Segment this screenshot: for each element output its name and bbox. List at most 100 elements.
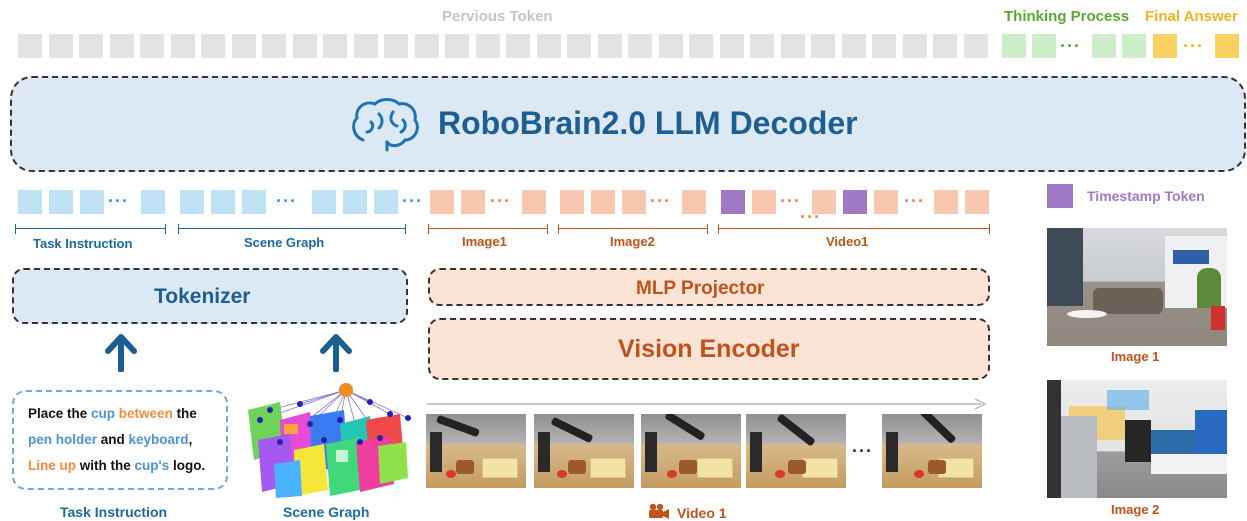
thinking-token [1032,34,1056,58]
previous-token [384,34,408,58]
image2-bracket [558,224,708,234]
task-text: logo. [169,458,206,473]
timeline-arrow [427,398,987,410]
thinking-ellipsis: ··· [1060,36,1081,56]
video-caption: Video 1 [677,505,727,521]
previous-token [597,34,622,58]
task-action: Line up [28,458,76,473]
timestamp-token [843,190,867,214]
image-token [461,190,485,214]
text-token [180,190,204,214]
task-relation: between [115,406,173,421]
thinking-token [1122,34,1146,58]
task-line-1: Place the cup between the [28,401,226,427]
video-token [752,190,776,214]
video-frame [746,414,846,488]
previous-token [262,34,286,58]
video-frame [882,414,982,488]
previous-token [231,34,256,58]
task-line-2: pen holder and keyboard, [28,427,226,453]
previous-token [658,34,683,58]
timestamp-token [721,190,745,214]
previous-token [689,34,713,58]
task-instruction-segment-label: Task Instruction [33,236,133,251]
up-arrow-icon [320,334,352,372]
image-token [591,190,615,214]
previous-token [567,34,591,58]
video-token [874,190,898,214]
text-token [374,190,398,214]
previous-token [140,34,164,58]
previous-token-label: Pervious Token [442,8,553,25]
video-token [812,190,836,214]
scene-graph-segment-label: Scene Graph [244,235,325,250]
image2-segment-label: Image2 [610,234,655,249]
image-token [682,190,706,214]
previous-token [872,34,896,58]
video1-bracket [718,224,990,234]
previous-token [353,34,378,58]
task-text: Place the [28,406,92,421]
task-line-3: Line up with the cup's logo. [28,453,226,479]
previous-token [48,34,73,58]
previous-token [811,34,835,58]
previous-token [780,34,805,58]
text-token [343,190,367,214]
video-token [934,190,958,214]
image1-bracket [428,224,548,234]
video-camera-icon [649,503,669,519]
mlp-projector-label: MLP Projector [636,278,765,299]
vision-encoder-block: Vision Encoder [428,318,990,380]
previous-token [475,34,500,58]
image-token [622,190,646,214]
video-ellipsis: ··· [800,207,821,227]
task-text: with the [76,458,135,473]
text-ellipsis: ··· [108,191,129,211]
scene-graph-bracket [178,224,406,234]
video-frame [426,414,526,488]
text-token [49,190,73,214]
text-token [141,190,165,214]
previous-token [750,34,774,58]
tokenizer-block: Tokenizer [12,268,408,324]
previous-token [79,34,103,58]
task-text: , [188,432,193,447]
up-arrow-icon [105,334,137,372]
task-object-pen-holder: pen holder [28,432,98,447]
text-token [80,190,104,214]
final-answer-ellipsis: ··· [1183,36,1204,56]
text-ellipsis: ··· [402,191,423,211]
image-1-caption: Image 1 [1111,349,1160,364]
video-frame [641,414,741,488]
previous-token [628,34,652,58]
task-object-cup: cup [91,406,116,421]
task-object-keyboard: keyboard [128,432,189,447]
image-1-photo [1047,228,1227,346]
video-frame [534,414,634,488]
scene-graph-illustration [248,383,411,498]
final-answer-label: Final Answer [1145,8,1238,25]
task-instruction-box: Place the cup between the pen holder and… [12,390,228,490]
previous-token [414,34,439,58]
task-instruction-bracket [15,224,166,234]
video-ellipsis: ··· [904,191,925,211]
previous-token [292,34,317,58]
text-token [242,190,266,214]
previous-token [18,34,42,58]
previous-token [963,34,988,58]
text-token [18,190,42,214]
timestamp-legend-label: Timestamp Token [1087,188,1205,204]
mlp-projector-block: MLP Projector [428,268,990,306]
task-text: the [172,406,197,421]
image-token [430,190,454,214]
task-object-cup: cup's [134,458,170,473]
previous-token [201,34,225,58]
previous-token [902,34,927,58]
previous-token [841,34,866,58]
previous-token [536,34,561,58]
video1-segment-label: Video1 [826,234,869,249]
brain-icon [352,98,419,152]
thinking-token [1092,34,1116,58]
video-ellipsis: ··· [780,191,801,211]
timestamp-legend-swatch [1047,184,1073,208]
